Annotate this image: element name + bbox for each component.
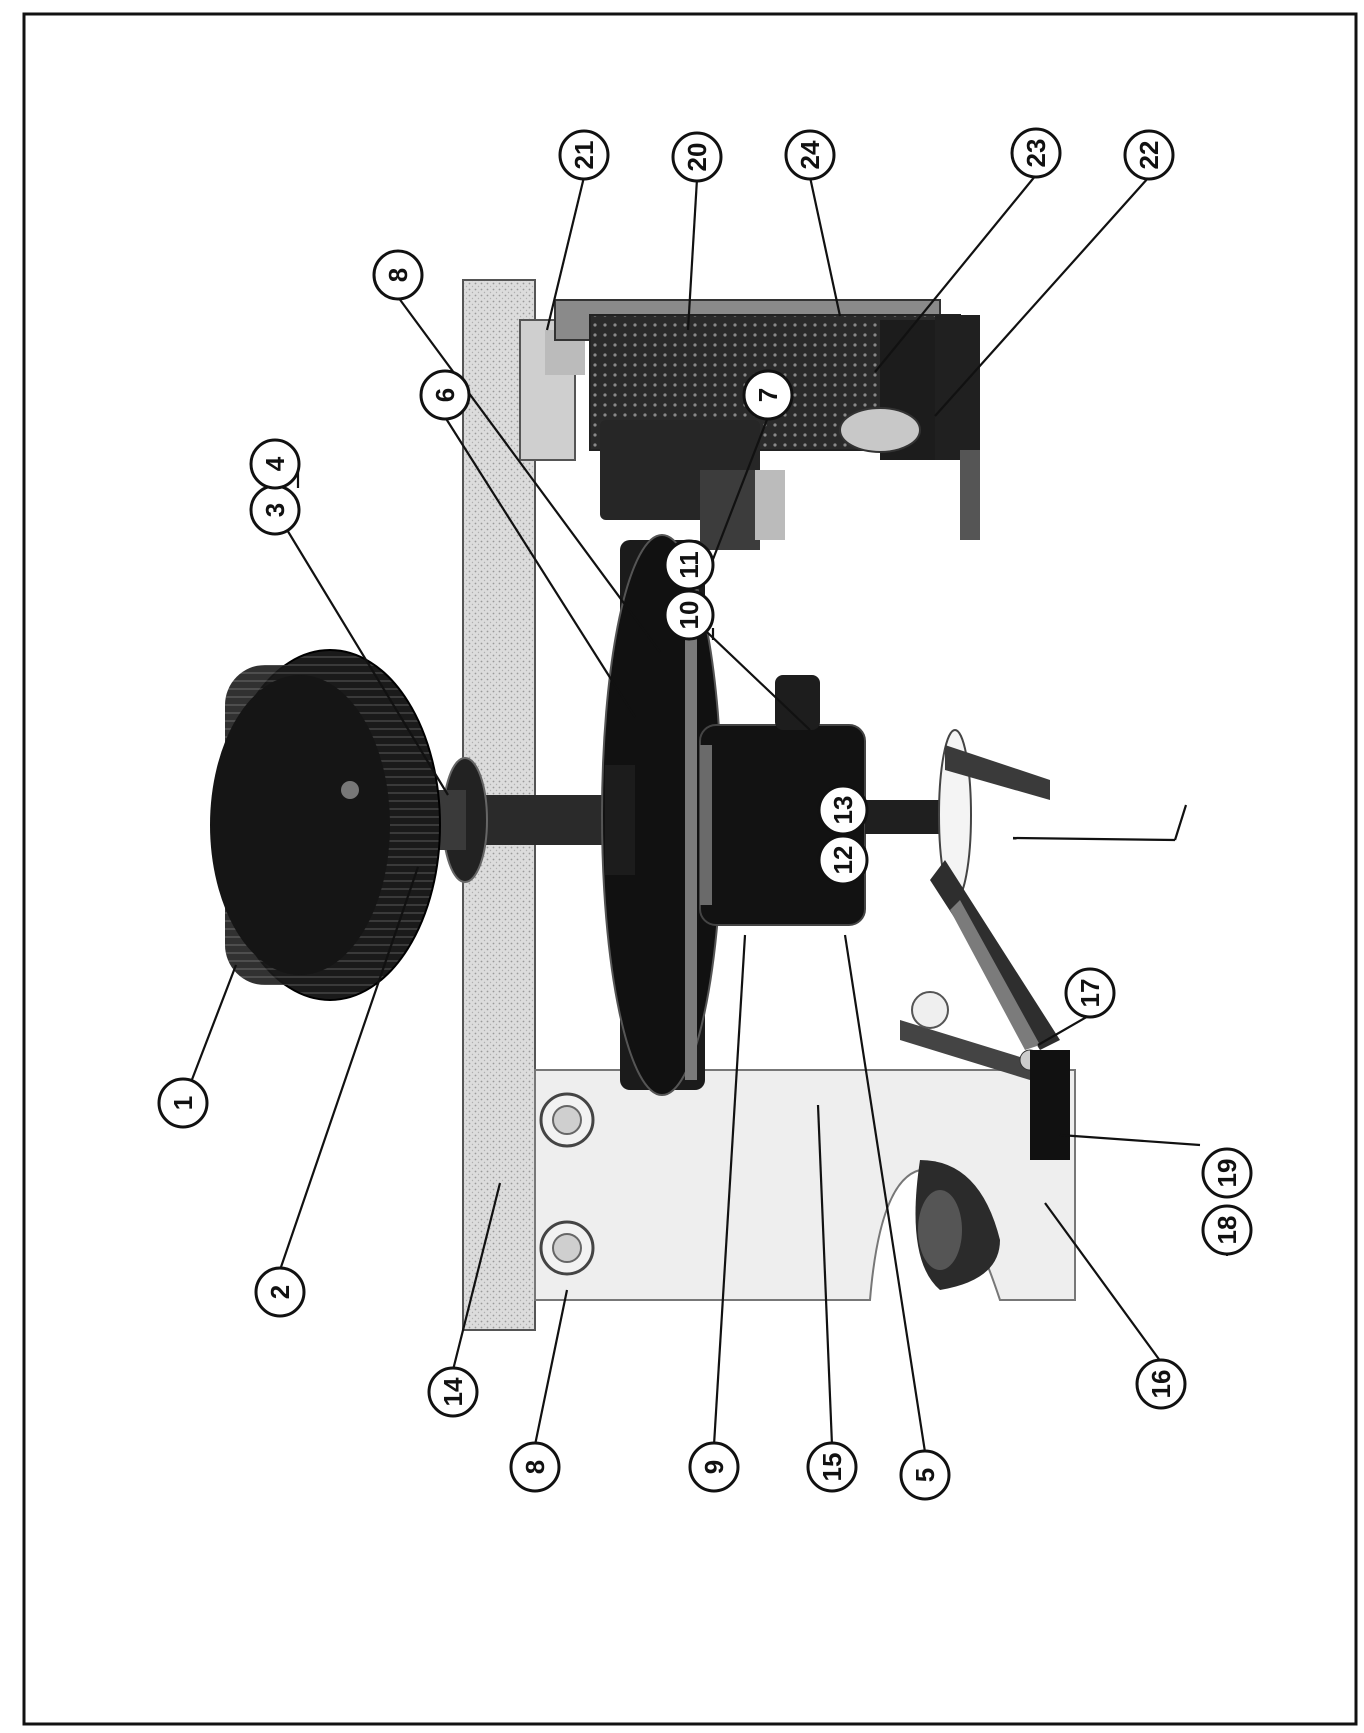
svg-text:17: 17 bbox=[1075, 979, 1105, 1008]
svg-text:5: 5 bbox=[910, 1468, 940, 1482]
svg-text:19: 19 bbox=[1212, 1159, 1242, 1188]
callout-4: 4 bbox=[249, 438, 301, 490]
svg-text:7: 7 bbox=[753, 388, 783, 402]
callout-8-lower: 8 bbox=[509, 1441, 561, 1493]
svg-text:11: 11 bbox=[674, 551, 704, 579]
callout-10: 10 bbox=[663, 589, 715, 641]
callout-21: 21 bbox=[558, 129, 610, 181]
svg-text:21: 21 bbox=[569, 141, 599, 170]
svg-text:8: 8 bbox=[383, 268, 413, 282]
svg-text:20: 20 bbox=[682, 143, 712, 172]
svg-text:2: 2 bbox=[265, 1285, 295, 1299]
leader-lines bbox=[181, 174, 1229, 1453]
callout-7: 7 bbox=[742, 369, 794, 421]
callout-5: 5 bbox=[899, 1449, 951, 1501]
svg-text:15: 15 bbox=[817, 1453, 847, 1482]
page-border bbox=[22, 12, 1358, 1726]
callout-20: 20 bbox=[671, 131, 723, 183]
svg-text:4: 4 bbox=[260, 456, 290, 471]
callout-2: 2 bbox=[254, 1266, 306, 1318]
svg-text:3: 3 bbox=[260, 503, 290, 517]
svg-text:18: 18 bbox=[1212, 1216, 1242, 1245]
callout-14: 14 bbox=[427, 1366, 479, 1418]
callout-15: 15 bbox=[806, 1441, 858, 1493]
callout-23: 23 bbox=[1010, 127, 1062, 179]
bracket-bolts bbox=[539, 1092, 595, 1276]
callout-16: 16 bbox=[1135, 1358, 1187, 1410]
control-knob bbox=[210, 649, 441, 1001]
set-screw bbox=[775, 675, 820, 730]
circuit-board-assembly bbox=[519, 299, 980, 550]
svg-text:14: 14 bbox=[438, 1377, 468, 1406]
svg-text:13: 13 bbox=[828, 796, 858, 825]
callout-3: 3 bbox=[249, 484, 301, 536]
svg-text:23: 23 bbox=[1021, 139, 1051, 168]
callout-11: 11 bbox=[663, 539, 715, 591]
callout-13: 13 bbox=[817, 784, 869, 836]
bracket-foot bbox=[915, 1050, 1070, 1290]
svg-text:9: 9 bbox=[699, 1460, 729, 1474]
svg-text:1: 1 bbox=[168, 1096, 198, 1110]
callout-8-upper: 8 bbox=[372, 249, 424, 301]
dial-disk bbox=[601, 534, 723, 1096]
callout-9: 9 bbox=[688, 1441, 740, 1493]
svg-text:16: 16 bbox=[1146, 1370, 1176, 1399]
svg-text:8: 8 bbox=[520, 1460, 550, 1474]
svg-text:22: 22 bbox=[1134, 141, 1164, 170]
mechanism-photo bbox=[210, 279, 1076, 1331]
callout-24: 24 bbox=[784, 129, 836, 181]
spring-assembly bbox=[900, 729, 1060, 1080]
callout-12: 12 bbox=[817, 834, 869, 886]
callout-19: 19 bbox=[1201, 1147, 1253, 1199]
lower-shaft bbox=[865, 800, 945, 834]
callout-22: 22 bbox=[1123, 129, 1175, 181]
callout-6: 6 bbox=[419, 369, 471, 421]
callout-17: 17 bbox=[1064, 967, 1116, 1019]
svg-text:6: 6 bbox=[430, 388, 460, 402]
callout-1: 1 bbox=[157, 1077, 209, 1129]
svg-text:24: 24 bbox=[795, 140, 825, 169]
callout-18: 18 bbox=[1201, 1204, 1253, 1256]
bracket bbox=[534, 1069, 1076, 1301]
svg-text:10: 10 bbox=[674, 601, 704, 630]
svg-text:12: 12 bbox=[828, 846, 858, 875]
